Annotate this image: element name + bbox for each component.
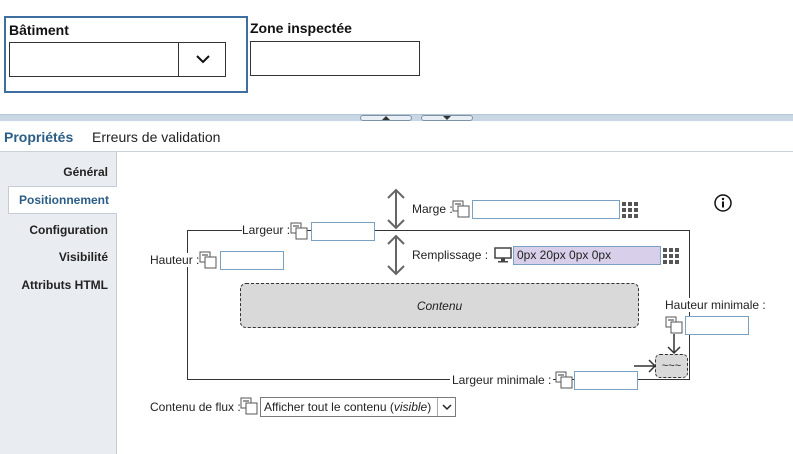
splitter-bar[interactable] [0,114,793,121]
info-icon[interactable] [714,194,732,212]
zone-label: Zone inspectée [250,20,352,36]
zone-input[interactable] [250,41,420,76]
chevron-down-icon[interactable] [179,43,226,76]
nav-item-general[interactable]: Général [63,165,108,179]
batiment-field-group: Bâtiment [4,16,248,93]
hauteur-minimale-label: Hauteur minimale : [665,298,766,312]
padding-double-arrow-icon [387,234,405,276]
chevron-down-icon[interactable] [437,398,455,416]
zone-field-group: Zone inspectée [250,18,425,78]
properties-sidebar: Général Positionnement Configuration Vis… [0,152,118,454]
inherit-copy-icon[interactable] [290,222,310,242]
margin-double-arrow-icon [387,188,405,230]
inherit-copy-icon[interactable] [665,316,685,336]
largeur-minimale-label: Largeur minimale : [450,373,554,387]
hauteur-input[interactable] [220,251,284,270]
marge-input[interactable] [472,200,620,219]
remplissage-label: Remplissage : [412,248,489,262]
min-size-resize-box: ~~~ [655,354,688,378]
nav-item-configuration[interactable]: Configuration [29,223,108,237]
arrow-down-icon [443,116,451,120]
desktop-monitor-icon[interactable] [494,247,512,263]
nav-item-attributs-html[interactable]: Attributs HTML [21,278,108,292]
select-value-italic: visible [393,400,428,414]
inherit-copy-icon[interactable] [240,397,260,417]
largeur-minimale-input[interactable] [574,371,638,390]
grid-editor-icon[interactable] [663,248,679,264]
contenu-de-flux-select[interactable]: Afficher tout le contenu (visible) [260,397,456,417]
inherit-copy-icon[interactable] [199,251,219,271]
batiment-combobox[interactable] [9,42,226,77]
select-value-prefix: Afficher tout le contenu ( [264,400,394,414]
arrow-down-icon [667,334,681,355]
largeur-input[interactable] [311,222,375,241]
tab-proprietes[interactable]: Propriétés [4,129,74,145]
arrow-up-icon [382,116,390,120]
marge-label: Marge : [412,202,453,216]
content-area-box: Contenu [240,283,639,328]
remplissage-input[interactable]: 0px 20px 0px 0px [513,246,661,265]
hauteur-minimale-input[interactable] [685,316,749,335]
form-area: Bâtiment Zone inspectée [0,0,793,114]
tab-erreurs-validation[interactable]: Erreurs de validation [92,129,221,145]
collapse-up-button[interactable] [360,115,412,121]
inherit-copy-icon[interactable] [452,200,472,220]
inherit-copy-icon[interactable] [555,371,575,391]
largeur-label: Largeur : [242,223,293,237]
nav-item-positionnement[interactable]: Positionnement [8,186,118,214]
contenu-de-flux-label: Contenu de flux : [150,400,241,414]
hauteur-label: Hauteur : [150,253,200,267]
grid-editor-icon[interactable] [622,202,638,218]
expand-down-button[interactable] [421,115,473,121]
select-value-suffix: ) [427,400,432,414]
properties-tabbar: Propriétés Erreurs de validation [0,121,793,152]
nav-item-visibilite[interactable]: Visibilité [58,250,108,264]
batiment-label: Bâtiment [9,22,69,38]
combo-separator [178,43,179,76]
